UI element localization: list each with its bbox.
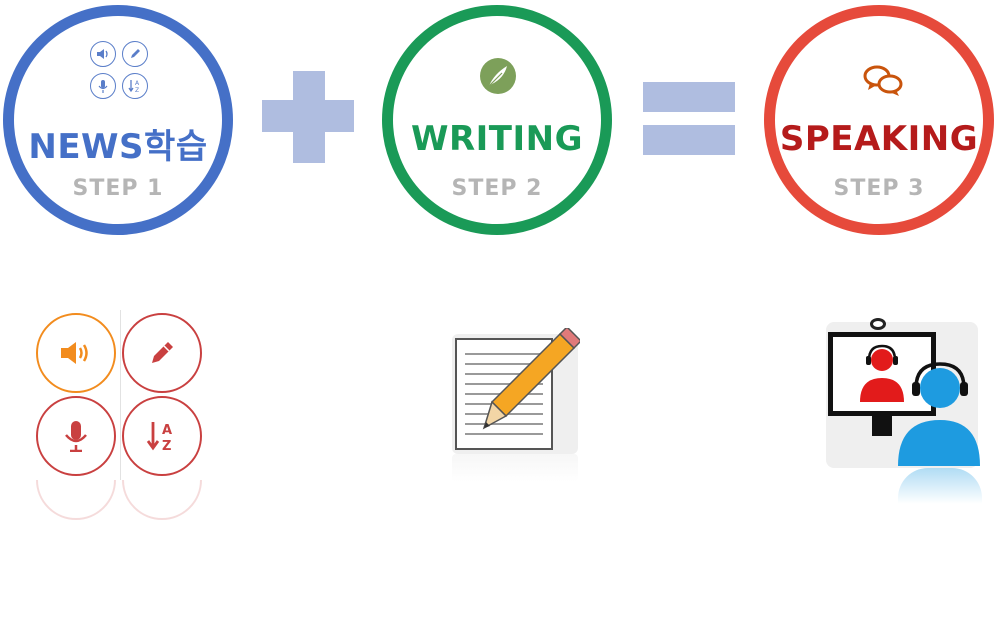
step3-title: SPEAKING <box>779 119 979 159</box>
reflection <box>36 480 202 520</box>
speaker-icon <box>90 41 116 67</box>
step2-circle: WRITING STEP 2 <box>382 5 612 235</box>
step3-label: STEP 3 <box>833 176 925 201</box>
chat-bubbles-icon <box>862 62 906 102</box>
svg-text:A: A <box>162 423 172 438</box>
svg-text:A: A <box>135 80 140 87</box>
step2-label: STEP 2 <box>451 176 543 201</box>
microphone-icon <box>90 73 116 99</box>
svg-text:Z: Z <box>135 87 139 93</box>
feather-icon <box>480 58 516 94</box>
speaker-icon <box>36 313 116 393</box>
notepad-pencil-icon <box>452 328 580 488</box>
microphone-icon <box>36 396 116 476</box>
video-conference-icon <box>824 318 982 508</box>
step1-title: NEWS학습 <box>28 127 208 167</box>
svg-text:Z: Z <box>162 439 171 453</box>
step3-circle: SPEAKING STEP 3 <box>764 5 994 235</box>
pencil-icon <box>122 41 148 67</box>
step1-label: STEP 1 <box>72 176 164 201</box>
step2-title: WRITING <box>410 119 584 159</box>
pencil-icon <box>122 313 202 393</box>
